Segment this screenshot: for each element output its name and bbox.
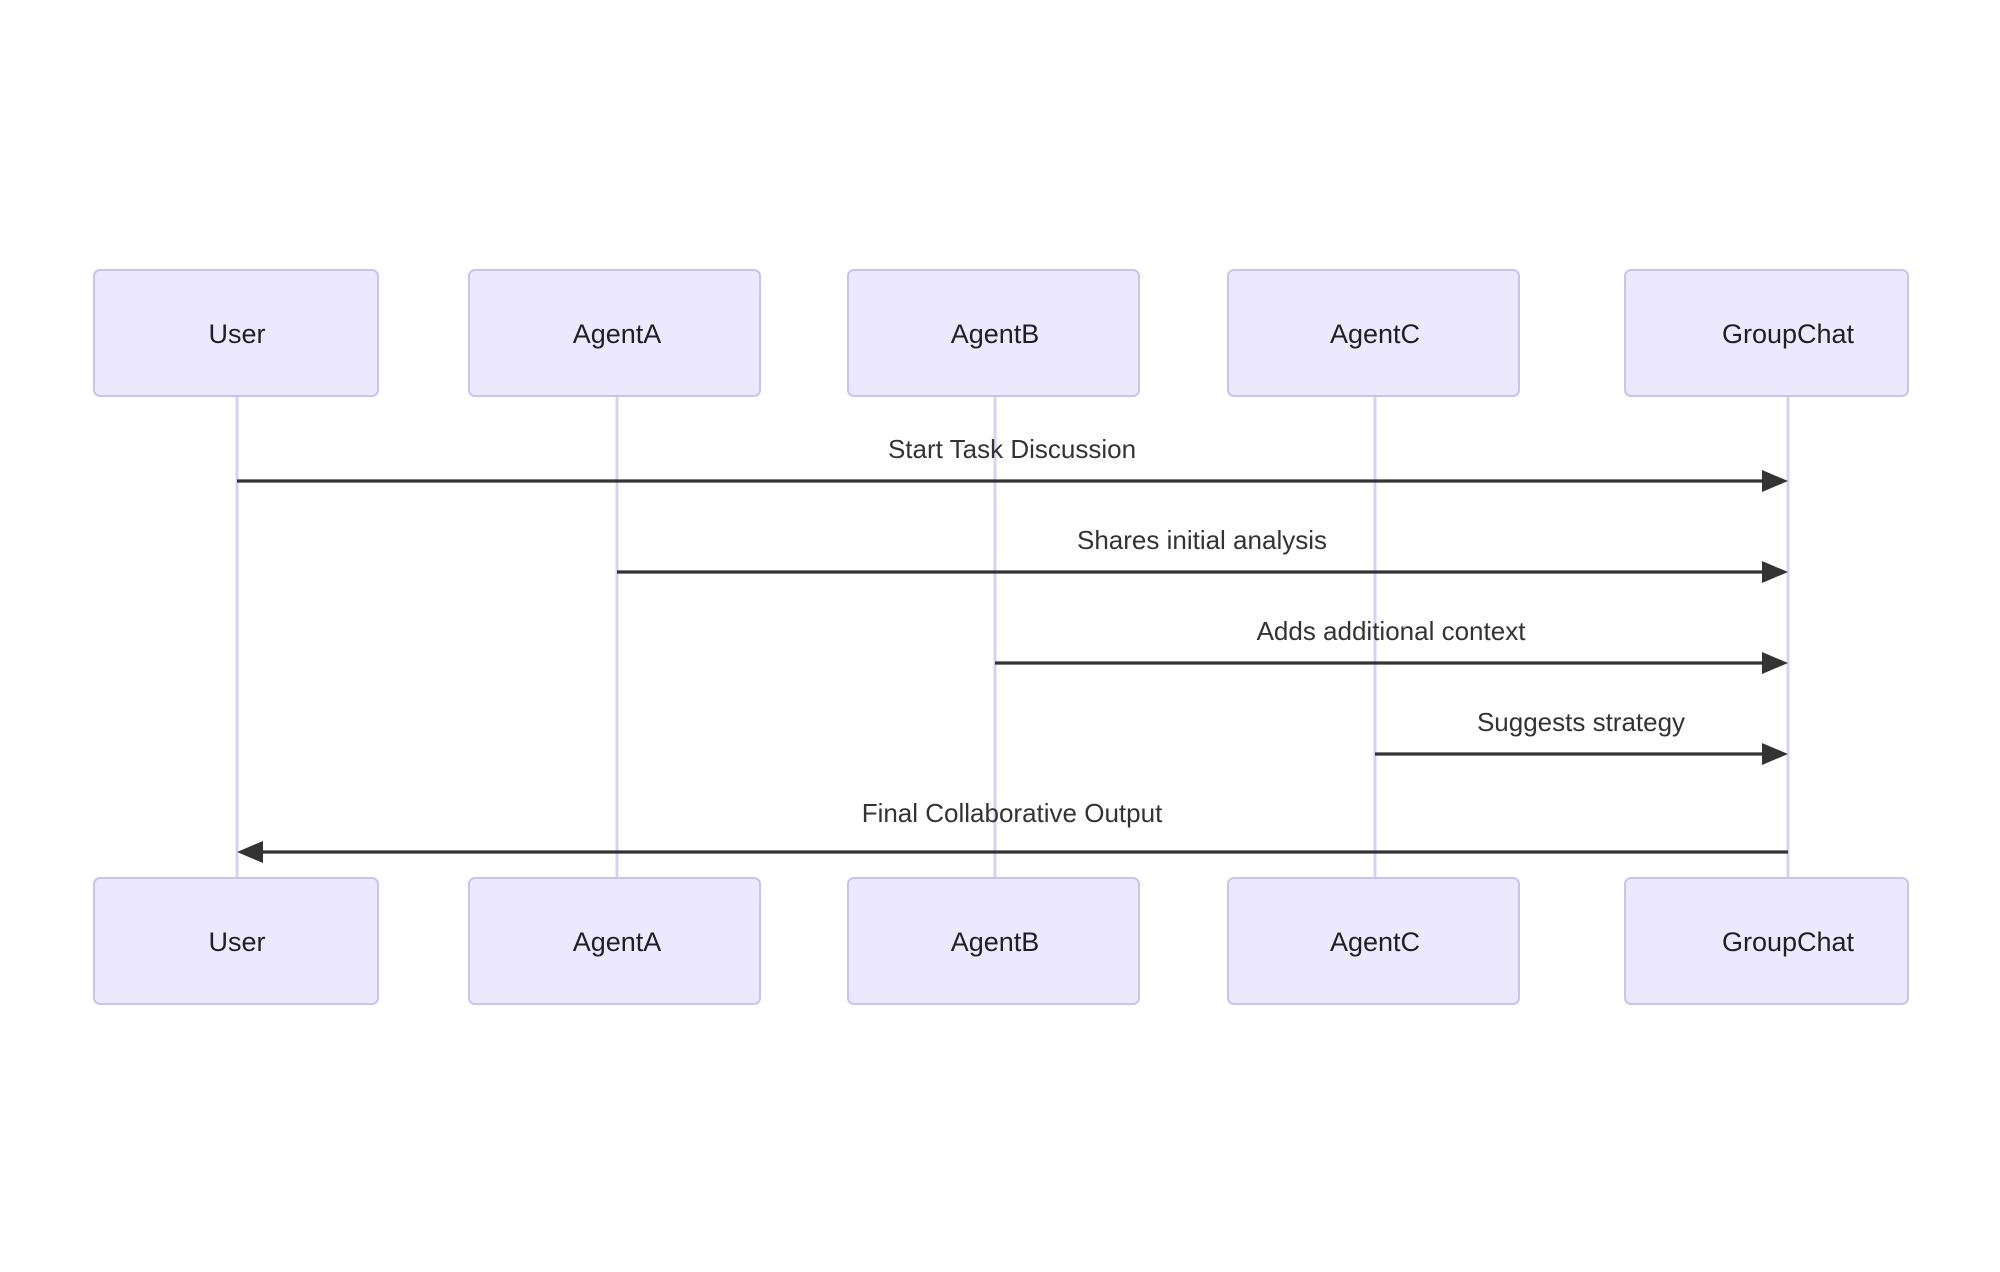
- participant-label-agentb: AgentB: [951, 319, 1040, 349]
- message-m2[interactable]: Shares initial analysis: [617, 525, 1788, 583]
- participant-label-user: User: [208, 927, 265, 957]
- participant-agentc-bottom[interactable]: AgentC: [1227, 877, 1520, 1005]
- participant-agenta-bottom[interactable]: AgentA: [468, 877, 761, 1005]
- message-m1[interactable]: Start Task Discussion: [237, 434, 1788, 492]
- message-arrowhead: [1762, 652, 1788, 674]
- message-m4[interactable]: Suggests strategy: [1375, 707, 1788, 765]
- participant-agenta-top[interactable]: AgentA: [468, 269, 761, 397]
- message-arrowhead: [1762, 743, 1788, 765]
- participant-box-shape: [93, 269, 379, 397]
- participant-label-agenta: AgentA: [573, 319, 662, 349]
- lifelines-layer: [235, 396, 1790, 878]
- participant-box-shape: [468, 269, 761, 397]
- message-arrowhead: [1762, 561, 1788, 583]
- message-label: Start Task Discussion: [888, 434, 1136, 464]
- message-arrowhead: [1762, 470, 1788, 492]
- participant-box-shape: [93, 877, 379, 1005]
- participant-agentb-top[interactable]: AgentB: [847, 269, 1140, 397]
- participant-groupchat-bottom[interactable]: GroupChat: [1624, 877, 1909, 1005]
- participant-box-shape: [847, 269, 1140, 397]
- participant-label-groupchat: GroupChat: [1722, 927, 1855, 957]
- message-label: Final Collaborative Output: [862, 798, 1163, 828]
- message-label: Shares initial analysis: [1077, 525, 1327, 555]
- participant-box-shape: [1227, 877, 1520, 1005]
- participant-label-agentc: AgentC: [1330, 319, 1420, 349]
- participant-label-agentc: AgentC: [1330, 927, 1420, 957]
- participant-box-shape: [1624, 269, 1909, 397]
- participant-agentb-bottom[interactable]: AgentB: [847, 877, 1140, 1005]
- participant-label-agenta: AgentA: [573, 927, 662, 957]
- message-label: Suggests strategy: [1477, 707, 1685, 737]
- participant-box-shape: [468, 877, 761, 1005]
- participant-box-shape: [1624, 877, 1909, 1005]
- participant-label-agentb: AgentB: [951, 927, 1040, 957]
- participant-boxes-top: User AgentA AgentB AgentC GroupChat: [93, 269, 1909, 397]
- message-m3[interactable]: Adds additional context: [995, 616, 1788, 674]
- participant-box-shape: [847, 877, 1140, 1005]
- participant-agentc-top[interactable]: AgentC: [1227, 269, 1520, 397]
- participant-label-user: User: [208, 319, 265, 349]
- message-label: Adds additional context: [1257, 616, 1527, 646]
- message-arrowhead: [237, 841, 263, 863]
- participant-user-bottom[interactable]: User: [93, 877, 379, 1005]
- participant-boxes-bottom: User AgentA AgentB AgentC GroupChat: [93, 877, 1909, 1005]
- participant-label-groupchat: GroupChat: [1722, 319, 1855, 349]
- participant-groupchat-top[interactable]: GroupChat: [1624, 269, 1909, 397]
- participant-box-shape: [1227, 269, 1520, 397]
- participant-user-top[interactable]: User: [93, 269, 379, 397]
- message-m5[interactable]: Final Collaborative Output: [237, 798, 1788, 863]
